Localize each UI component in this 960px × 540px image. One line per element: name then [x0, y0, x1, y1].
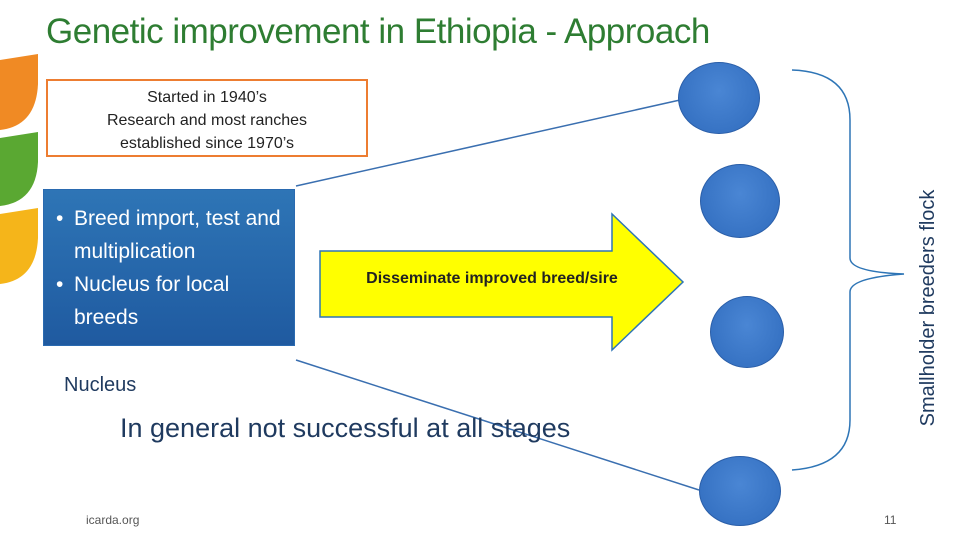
info-line: Started in 1940’s [147, 89, 267, 106]
flock-circle [678, 62, 760, 134]
flock-circle [699, 456, 781, 526]
footer-link[interactable]: icarda.org [86, 513, 140, 527]
bullet-item: Breed import, test and multiplication [44, 202, 294, 268]
yellow-leaf-shape [0, 208, 38, 284]
nucleus-box: Breed import, test and multiplication Nu… [44, 190, 294, 345]
nucleus-label: Nucleus [64, 374, 137, 396]
page-title: Genetic improvement in Ethiopia - Approa… [46, 12, 710, 51]
green-leaf-shape [0, 132, 38, 206]
info-line: established since 1970’s [119, 135, 295, 152]
smallholder-flock-label: Smallholder breeders flock [917, 189, 939, 427]
flock-circle [710, 296, 784, 368]
arrow-label: Disseminate improved breed/sire [366, 270, 618, 287]
decorative-leaf-strip [0, 54, 38, 284]
flock-bracket [791, 69, 905, 471]
orange-leaf-shape [0, 54, 38, 130]
bullet-item: Nucleus for local breeds [44, 268, 294, 334]
upper-spread-line [295, 99, 681, 187]
page-number: 11 [884, 513, 897, 527]
history-info-box: Started in 1940’s Research and most ranc… [46, 79, 368, 157]
disseminate-arrow [319, 212, 685, 352]
info-line: Research and most ranches [106, 112, 308, 129]
lower-spread-line [295, 359, 700, 491]
flock-circle [700, 164, 780, 238]
general-note: In general not successful at all stages [120, 413, 571, 443]
nucleus-bullet-list: Breed import, test and multiplication Nu… [44, 190, 294, 334]
